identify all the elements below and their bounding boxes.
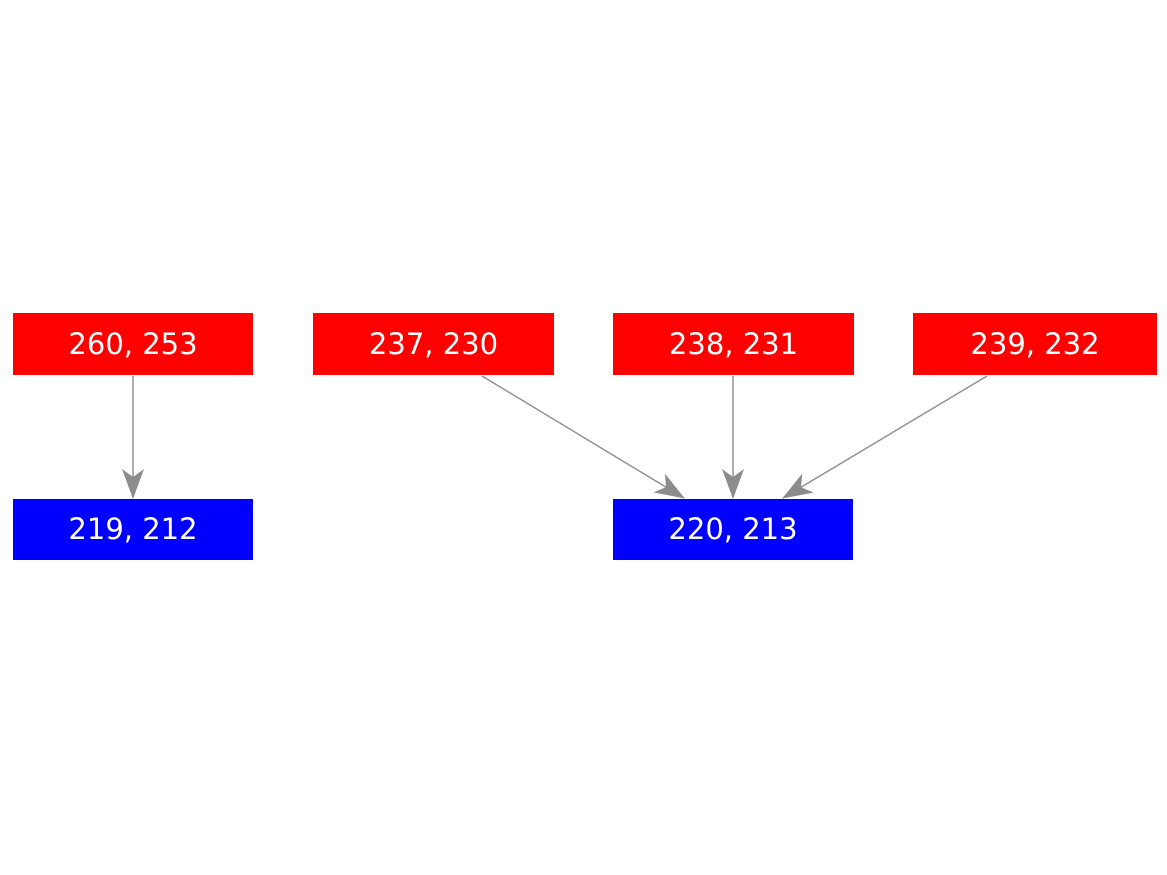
edges-group [122, 375, 988, 499]
edge-arrow [782, 375, 988, 499]
diagram-node-n-220-213: 220, 213 [613, 499, 853, 560]
diagram-node-n-239-232: 239, 232 [913, 313, 1157, 375]
diagram-node-n-237-230: 237, 230 [313, 313, 554, 375]
node-label: 260, 253 [68, 326, 198, 361]
diagram-node-n-219-212: 219, 212 [13, 499, 253, 560]
diagram-node-n-238-231: 238, 231 [613, 313, 854, 375]
node-label: 219, 212 [68, 512, 198, 546]
node-label: 237, 230 [368, 326, 499, 361]
diagram-node-n-260-253: 260, 253 [13, 313, 253, 375]
edge-arrow [481, 375, 685, 499]
node-label: 238, 231 [668, 326, 799, 361]
node-label: 239, 232 [970, 326, 1100, 361]
node-label: 220, 213 [668, 512, 798, 546]
